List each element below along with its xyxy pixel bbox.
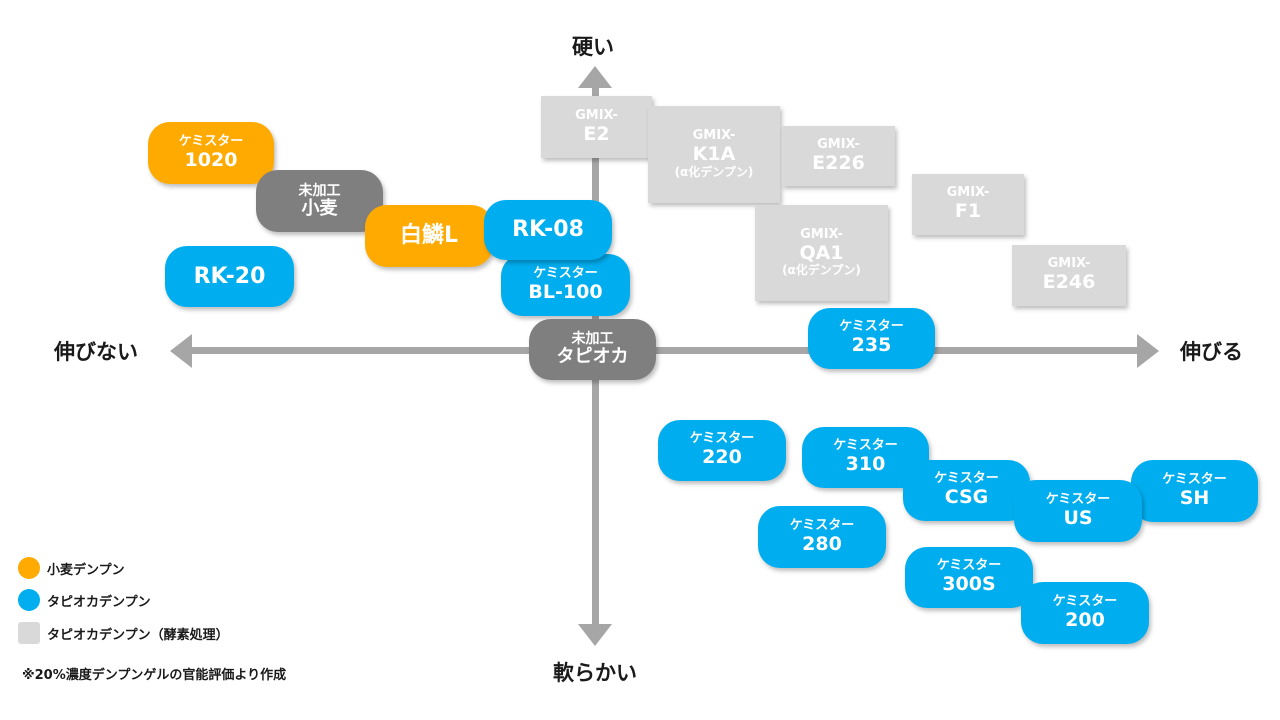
node-kemister-1020: ケミスター 1020 (148, 122, 274, 184)
node-mikako-tapioca: 未加工 タピオカ (529, 319, 656, 380)
axis-label-left: 伸びない (54, 340, 138, 364)
node-kemister-280: ケミスター 280 (758, 506, 886, 568)
legend-enzyme: タピオカデンプン（酵素処理） (18, 622, 229, 644)
node-kemister-bl100: ケミスター BL-100 (501, 254, 630, 316)
node-gmix-qa1: GMIX- QA1 (α化デンプン) (755, 205, 888, 301)
node-gmix-e246: GMIX- E246 (1012, 245, 1126, 306)
node-gmix-f1: GMIX- F1 (912, 174, 1024, 235)
node-kemister-200: ケミスター 200 (1021, 582, 1149, 644)
node-kemister-220: ケミスター 220 (658, 420, 786, 481)
node-gmix-e2: GMIX- E2 (541, 96, 652, 158)
node-kemister-235: ケミスター 235 (808, 308, 935, 369)
axis-label-right: 伸びる (1180, 340, 1243, 364)
node-kemister-us: ケミスター US (1014, 480, 1142, 542)
node-kemister-csg: ケミスター CSG (903, 460, 1030, 521)
legend-enzyme-swatch (18, 622, 40, 644)
arrow-down-icon (578, 624, 612, 646)
legend-wheat: 小麦デンプン (18, 557, 125, 579)
legend-wheat-label: 小麦デンプン (47, 562, 125, 578)
node-rk-20: RK-20 (165, 246, 294, 307)
legend-tapioca-label: タピオカデンプン (47, 594, 151, 610)
node-hakurin-l: 白鱗L (365, 205, 493, 267)
node-kemister-sh: ケミスター SH (1131, 460, 1258, 522)
axis-label-bottom: 軟らかい (553, 661, 637, 685)
legend-tapioca-swatch (18, 589, 40, 611)
node-gmix-e226: GMIX- E226 (782, 126, 895, 186)
axis-label-top: 硬い (572, 35, 614, 59)
node-gmix-k1a: GMIX- K1A (α化デンプン) (648, 106, 780, 203)
legend-wheat-swatch (18, 557, 40, 579)
node-rk-08: RK-08 (484, 200, 612, 260)
legend-tapioca: タピオカデンプン (18, 589, 151, 611)
node-mikako-komugi: 未加工 小麦 (256, 170, 383, 232)
arrow-up-icon (578, 66, 612, 88)
node-kemister-300s: ケミスター 300S (905, 547, 1033, 608)
arrow-left-icon (170, 334, 192, 368)
legend-enzyme-label: タピオカデンプン（酵素処理） (47, 627, 229, 643)
horizontal-axis (190, 347, 1140, 354)
footnote: ※20%濃度デンプンゲルの官能評価より作成 (22, 668, 287, 683)
arrow-right-icon (1137, 334, 1159, 368)
